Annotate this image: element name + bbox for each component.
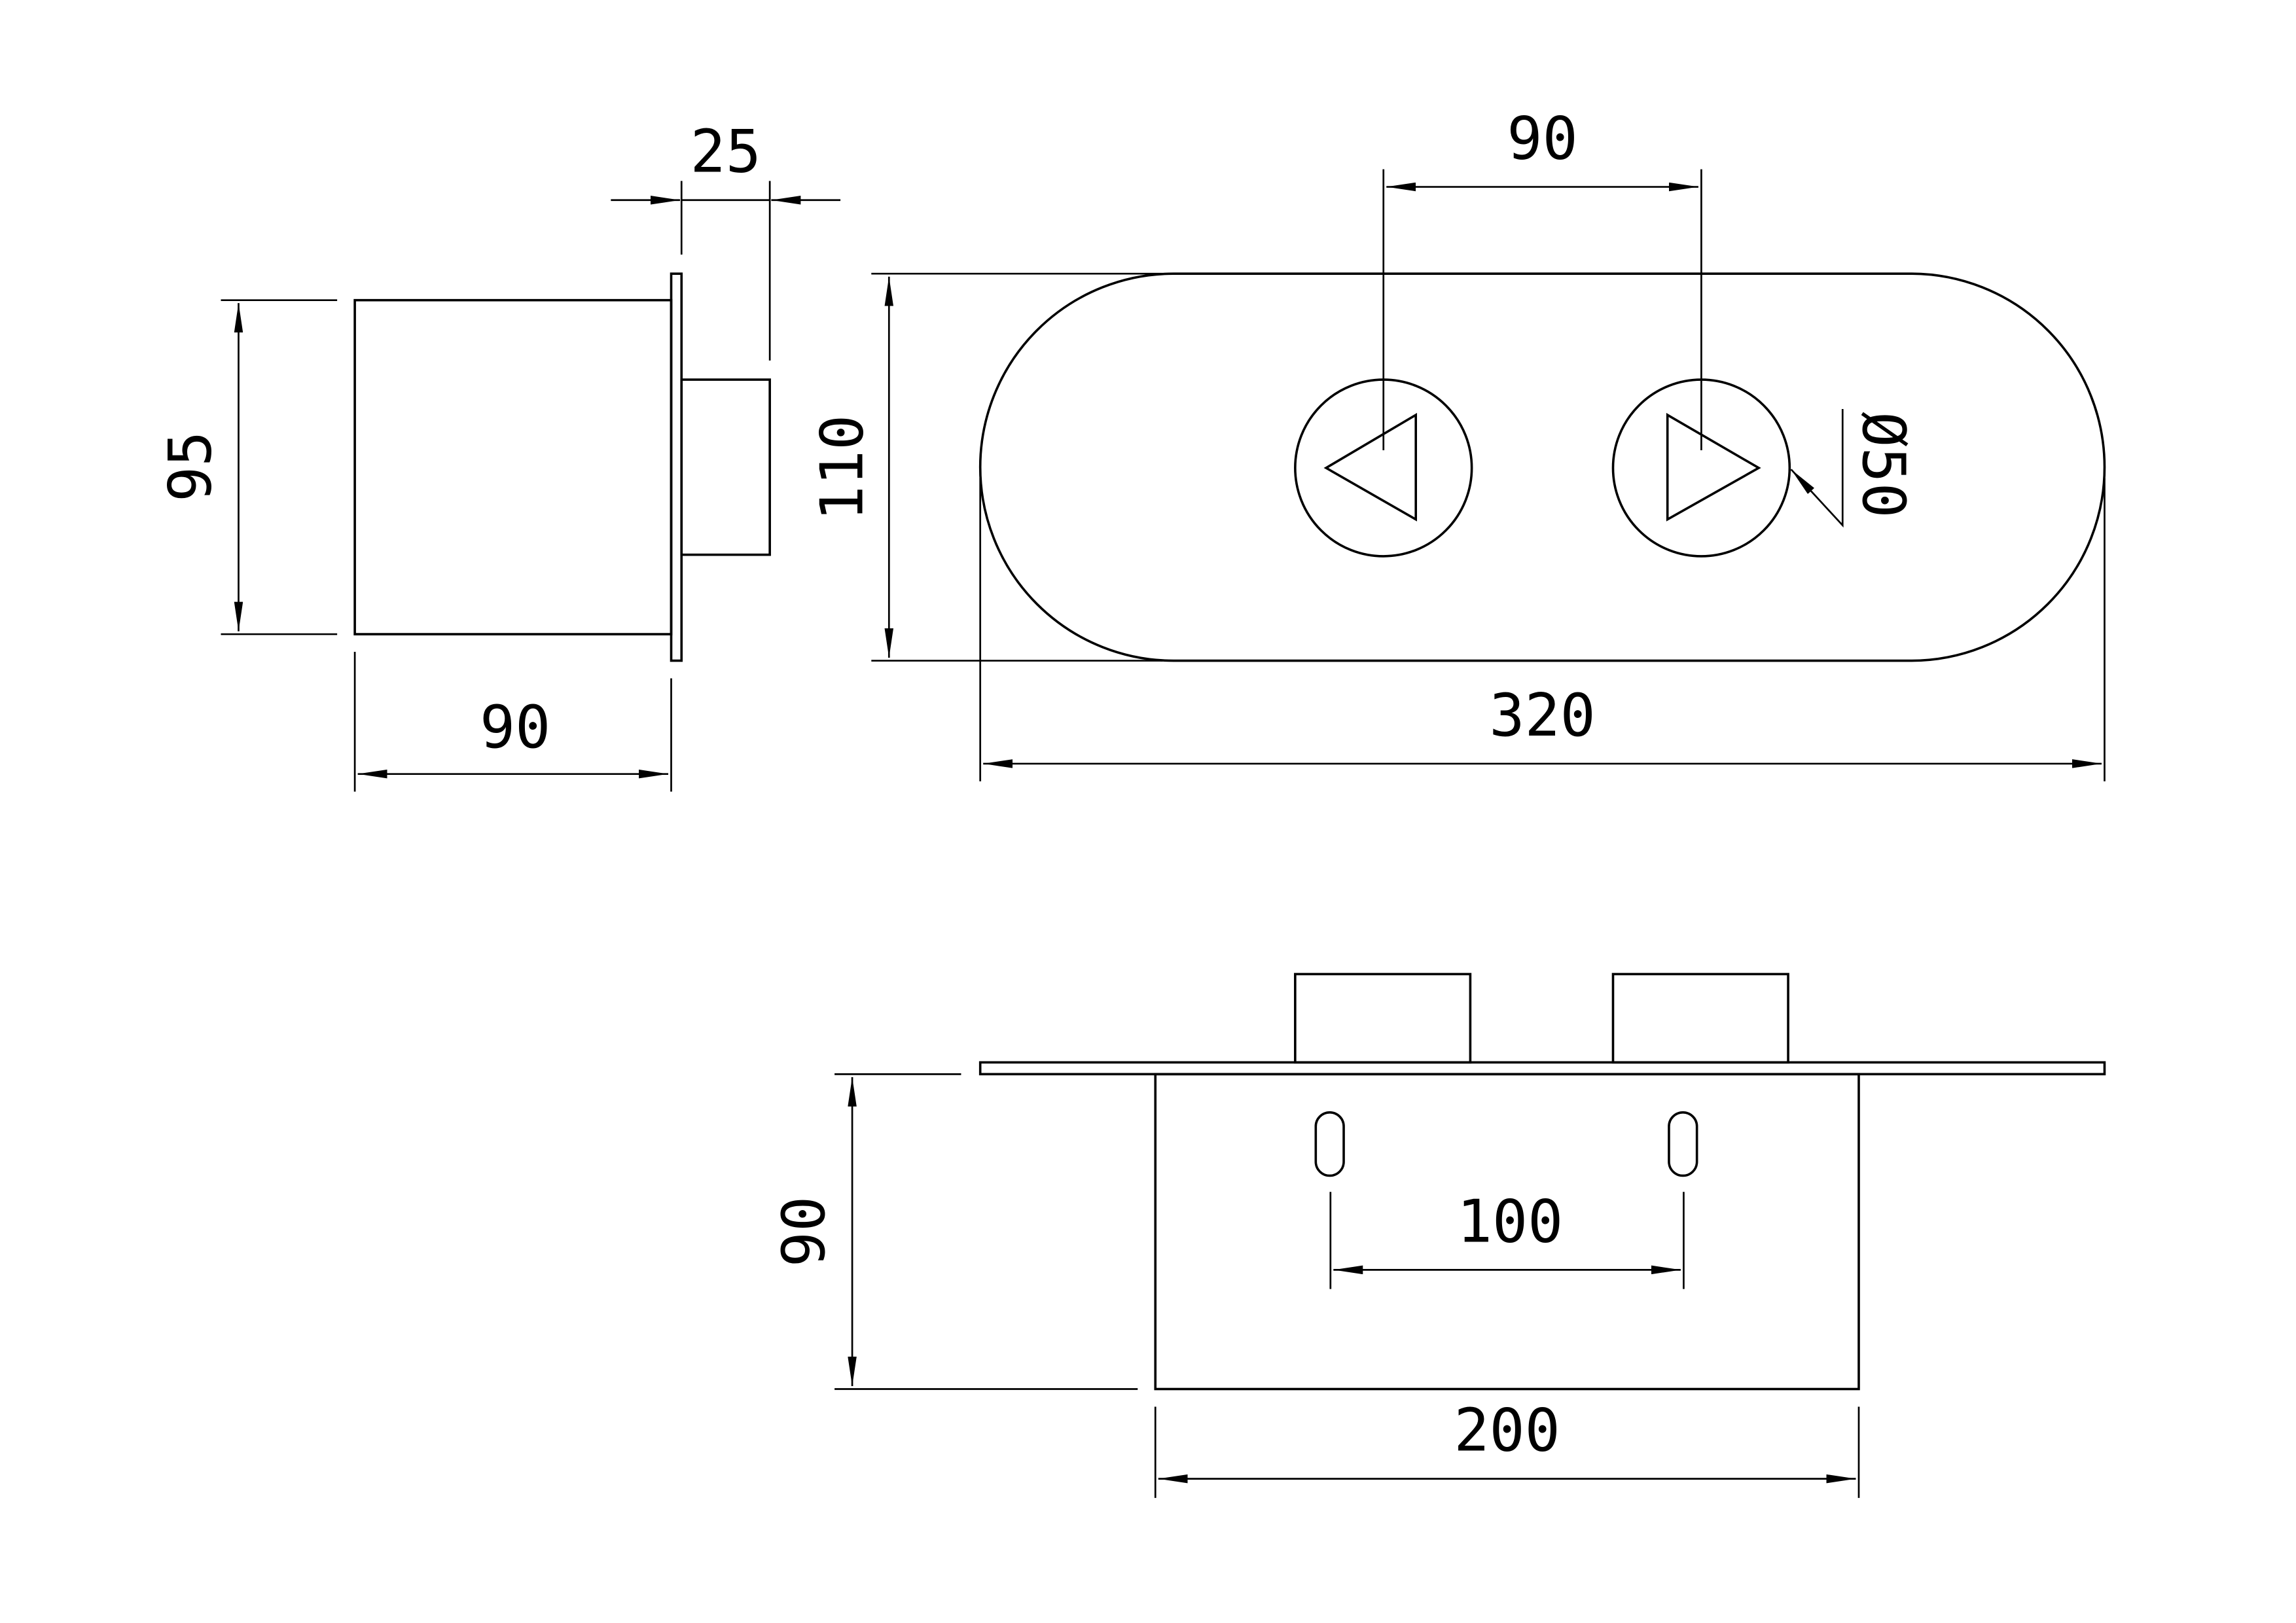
arrow-right-icon bbox=[1666, 412, 1761, 522]
mounting-slot-right bbox=[1668, 1111, 1698, 1177]
faceplate bbox=[978, 272, 2106, 662]
dim-diameter-50: Ø50 bbox=[1790, 409, 1917, 528]
dim-side-90: 90 bbox=[353, 652, 672, 792]
dim-label: 90 bbox=[1507, 105, 1577, 173]
dim-100: 100 bbox=[1329, 1188, 1685, 1289]
dim-label: 200 bbox=[1454, 1397, 1560, 1465]
dim-label: Ø50 bbox=[1849, 412, 1917, 518]
side-view: 95 90 25 bbox=[156, 118, 841, 792]
dim-320: 320 bbox=[979, 478, 2106, 781]
dim-110: 110 bbox=[808, 272, 1163, 662]
dim-95: 95 bbox=[156, 299, 338, 635]
bottom-view: 100 90 200 bbox=[770, 972, 2106, 1498]
side-button bbox=[680, 378, 771, 556]
side-body bbox=[353, 298, 673, 635]
bottom-plate bbox=[978, 1061, 2106, 1076]
dim-label: 25 bbox=[691, 118, 761, 187]
bottom-button-right bbox=[1611, 972, 1789, 1064]
bottom-body bbox=[1154, 1073, 1860, 1391]
side-plate bbox=[670, 272, 683, 662]
dim-label: 110 bbox=[808, 415, 876, 521]
dim-25: 25 bbox=[611, 118, 841, 361]
bottom-button-left bbox=[1294, 972, 1472, 1064]
dim-bottom-90: 90 bbox=[770, 1073, 1138, 1390]
dim-200: 200 bbox=[1154, 1397, 1860, 1498]
dim-label: 95 bbox=[156, 431, 224, 502]
front-view: 90 110 320 Ø50 bbox=[808, 105, 2106, 781]
dim-label: 320 bbox=[1489, 682, 1595, 750]
dim-label: 100 bbox=[1457, 1188, 1563, 1256]
dim-label: 90 bbox=[770, 1196, 838, 1267]
dim-label: 90 bbox=[480, 694, 550, 762]
dim-front-90: 90 bbox=[1382, 105, 1702, 451]
mounting-slot-left bbox=[1314, 1111, 1345, 1177]
arrow-left-icon bbox=[1323, 412, 1418, 522]
